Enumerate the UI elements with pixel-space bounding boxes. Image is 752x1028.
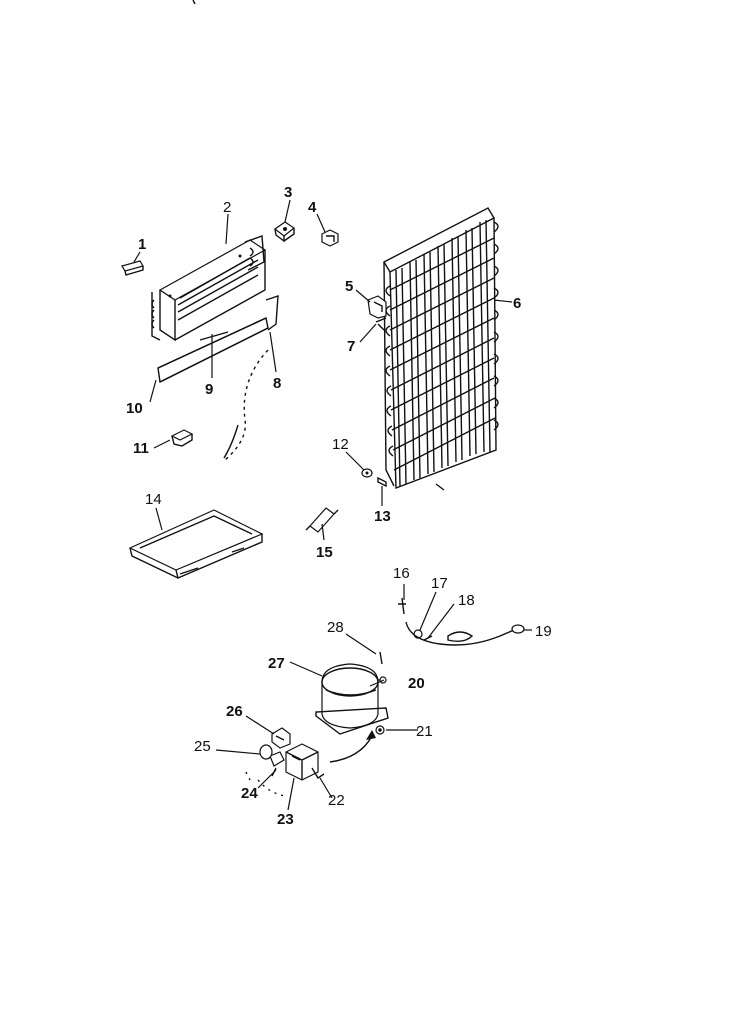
callout-24: 24 (241, 785, 258, 802)
callout-15: 15 (316, 544, 333, 561)
part-16-screw[interactable] (398, 597, 406, 615)
callout-8: 8 (273, 375, 281, 392)
part-27-compressor[interactable] (315, 663, 389, 735)
part-19-tubing[interactable] (405, 621, 525, 646)
part-8-9-10-drain-trough[interactable] (157, 295, 279, 384)
part-25-cover[interactable] (259, 744, 273, 760)
callout-21: 21 (416, 723, 433, 740)
part-7-screw[interactable] (375, 317, 387, 331)
part-21-clip[interactable] (375, 725, 385, 735)
part-13-screw[interactable] (377, 476, 387, 488)
callout-23: 23 (277, 811, 294, 828)
part-4-clip[interactable] (321, 229, 339, 247)
part-11-clip[interactable] (170, 429, 194, 447)
part-26-bracket[interactable] (271, 727, 291, 749)
callout-13: 13 (374, 508, 391, 525)
part-24-overload[interactable] (269, 751, 285, 777)
callout-20: 20 (408, 675, 425, 692)
callout-1: 1 (138, 236, 146, 253)
part-22-clip[interactable] (311, 767, 325, 779)
part-1-clip[interactable] (121, 260, 144, 276)
callout-17: 17 (431, 575, 448, 592)
part-5-bracket[interactable] (367, 295, 387, 319)
part-6-condenser[interactable] (383, 207, 499, 491)
part-12-grommet[interactable] (361, 468, 373, 478)
callout-27: 27 (268, 655, 285, 672)
drain-wire (224, 349, 269, 461)
part-2-evaporator[interactable] (151, 235, 267, 342)
callout-4: 4 (308, 199, 317, 216)
part-14-drain-pan[interactable] (128, 509, 264, 579)
stray-mark (192, 0, 196, 5)
callout-18: 18 (458, 592, 475, 609)
leader-lines (133, 199, 532, 811)
callout-3: 3 (284, 184, 292, 201)
part-3-bracket[interactable] (273, 221, 296, 243)
callout-labels: 1 2 3 4 5 6 7 8 9 10 11 12 13 14 15 16 1… (126, 184, 552, 828)
callout-12: 12 (332, 436, 349, 453)
callout-6: 6 (513, 295, 521, 312)
assembly-arrow (329, 735, 373, 763)
callout-16: 16 (393, 565, 410, 582)
part-23-relay[interactable] (285, 743, 319, 781)
callout-2: 2 (223, 199, 231, 216)
drain-tube (223, 424, 239, 459)
callout-28: 28 (327, 619, 344, 636)
callout-10: 10 (126, 400, 143, 417)
callout-22: 22 (328, 792, 345, 809)
callout-5: 5 (345, 278, 353, 295)
callout-25: 25 (194, 738, 211, 755)
wire-outline (245, 771, 287, 797)
part-15-drier[interactable] (305, 507, 339, 533)
callout-14: 14 (145, 491, 162, 508)
callout-9: 9 (205, 381, 213, 398)
assembly-arrowhead (366, 730, 376, 740)
callout-19: 19 (535, 623, 552, 640)
part-28-tube-cap[interactable] (379, 651, 383, 665)
callout-7: 7 (347, 338, 355, 355)
callout-11: 11 (133, 440, 149, 457)
callout-26: 26 (226, 703, 243, 720)
